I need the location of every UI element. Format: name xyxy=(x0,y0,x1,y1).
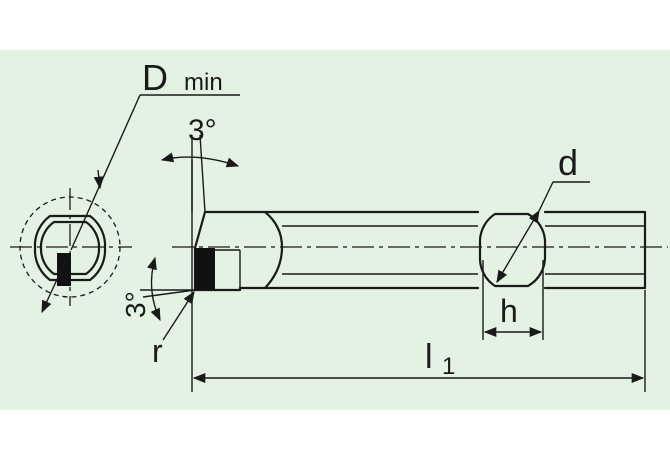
top-angle-arc xyxy=(160,152,240,168)
h-label: h xyxy=(500,293,518,329)
side-angle-arc xyxy=(147,256,161,322)
end-view-insert-tip xyxy=(57,253,71,286)
d-min-arrow-bottom xyxy=(41,259,67,314)
side-angle-label: 3° xyxy=(120,291,151,318)
d-min-arrow xyxy=(93,169,104,190)
l1-label: l 1 xyxy=(425,338,455,380)
d-min-leader xyxy=(70,94,141,251)
end-view-inner-profile xyxy=(39,220,101,276)
bar-head xyxy=(193,210,284,292)
l1-subscript: 1 xyxy=(442,353,455,380)
d-leader xyxy=(538,181,554,212)
d-diameter-line xyxy=(496,209,540,284)
drawing-background xyxy=(0,50,670,410)
top-angle-label: 3° xyxy=(188,114,217,147)
side-insert-tip xyxy=(195,248,215,290)
d-min-subscript: min xyxy=(184,69,223,96)
radius-leader xyxy=(162,290,195,341)
l1-letter: l xyxy=(425,338,433,376)
end-view: D min xyxy=(10,57,240,314)
shank-section-profile xyxy=(478,212,547,288)
d-min-label: D min xyxy=(142,57,223,98)
d-label: d xyxy=(558,142,578,183)
d-min-letter: D xyxy=(142,57,168,98)
top-angle-ext-line xyxy=(199,134,206,213)
radius-label: r xyxy=(152,333,163,369)
side-view: d h l 1 3° 3° r xyxy=(120,114,668,392)
end-view-outer-profile xyxy=(33,214,107,282)
